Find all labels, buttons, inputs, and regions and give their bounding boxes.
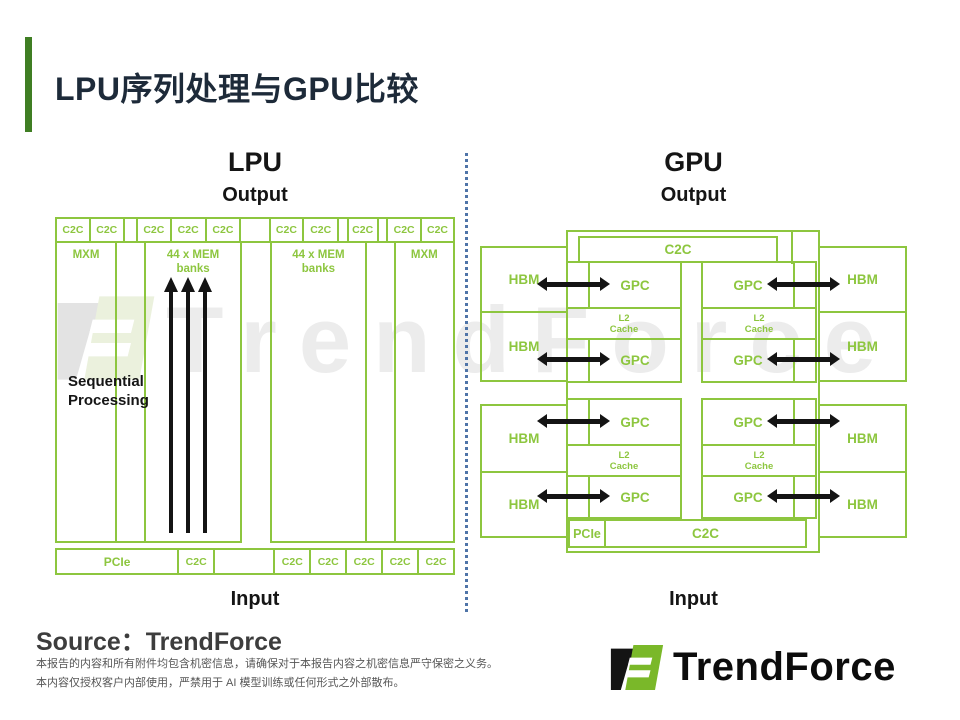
lpu-c2c-cell: C2C (271, 219, 305, 241)
lpu-c2c-cell: C2C (427, 224, 449, 236)
source-line: Source：TrendForce (36, 628, 282, 656)
double-arrow-icon (767, 414, 840, 428)
lpu-c2c-cell: C2C (57, 219, 91, 241)
gpu-hbm-box: HBM (480, 404, 568, 473)
gpu-die-container (566, 230, 820, 553)
gpu-inner-divider-line (791, 230, 793, 264)
lpu-c2c-cell: C2C (207, 219, 242, 241)
annotation-line1: Sequential (68, 373, 144, 390)
lpu-output-label: Output (222, 184, 288, 206)
l2-label-line2: Cache (744, 323, 774, 335)
gpu-hbm-box: HBM (480, 311, 568, 382)
double-arrow-icon (767, 352, 840, 366)
lpu-spacer-column (117, 243, 147, 541)
gpu-c2c-bottom-box: C2C (604, 519, 807, 548)
l2-label-line1: L2 (753, 312, 765, 324)
double-arrow-icon (767, 277, 840, 291)
gpu-pcie-box: PCIe (568, 519, 606, 548)
gpu-output-label: Output (660, 184, 727, 206)
disclaimer-line1: 本报告的内容和所有附件均包含机密信息，请确保对于本报告内容之机密信息严守保密之义… (36, 658, 498, 670)
up-arrow-icon (164, 277, 178, 533)
gpu-input-label: Input (669, 588, 718, 610)
lpu-mxm-label: MXM (72, 249, 100, 261)
lpu-top-strip: C2C C2C C2C C2C C2C C2C C2C C2C C2C C2C (55, 217, 455, 243)
lpu-mem-label-line1: 44 x MEM (292, 249, 345, 261)
lpu-c2c-cell: C2C (275, 550, 312, 573)
lpu-c2c-cell: C2C (179, 550, 216, 573)
lpu-c2c-cell: C2C (383, 550, 420, 573)
lpu-c2c-cell: C2C (91, 219, 125, 241)
lpu-empty-cell (339, 219, 349, 241)
lpu-c2c-cell: C2C (311, 550, 348, 573)
up-arrow-icon (198, 277, 212, 533)
gpu-hbm-box: HBM (480, 471, 568, 538)
l2-label-line2: Cache (609, 323, 639, 335)
lpu-heading: LPU (228, 147, 282, 177)
lpu-mxm-block: MXM (57, 243, 118, 541)
watermark-logo-icon (57, 296, 155, 380)
l2-label-line1: L2 (618, 449, 630, 461)
lpu-body-left: MXM 44 x MEM banks (55, 241, 242, 543)
title-accent-bar (25, 37, 32, 132)
double-arrow-icon (537, 277, 610, 291)
trendforce-logo: TrendForce (610, 642, 896, 693)
lpu-input-label: Input (230, 588, 280, 610)
lpu-mem-label-line1: 44 x MEM (166, 249, 220, 261)
double-arrow-icon (537, 414, 610, 428)
lpu-mem-label-line2: banks (301, 263, 336, 275)
up-arrow-icon (181, 277, 195, 533)
double-arrow-icon (767, 489, 840, 503)
lpu-empty-cell (241, 219, 271, 241)
l2-label-line1: L2 (753, 449, 765, 461)
lpu-mem-label-line2: banks (176, 263, 210, 275)
page-title: LPU序列处理与GPU比较 (55, 71, 419, 107)
lpu-empty-cell (215, 550, 276, 573)
lpu-c2c-cell: C2C (425, 555, 447, 568)
lpu-c2c-cell: C2C (349, 219, 379, 241)
double-arrow-icon (537, 489, 610, 503)
lpu-c2c-cell: C2C (347, 550, 384, 573)
l2-label-line2: Cache (609, 460, 639, 472)
annotation-line2: Processing (68, 392, 149, 409)
l2-label-line2: Cache (744, 460, 774, 472)
lpu-mxm-block: MXM (396, 243, 453, 541)
lpu-pcie-cell: PCIe (57, 550, 180, 573)
sequential-processing-annotation: Sequential Processing (68, 372, 149, 410)
lpu-mem-banks-block: 44 x MEM banks (272, 243, 367, 541)
disclaimer-line2: 本内容仅授权客户内部使用，严禁用于 AI 模型训练或任何形式之外部散布。 (36, 677, 405, 689)
gpu-hbm-box: HBM (818, 311, 907, 382)
gpu-c2c-top-box: C2C (578, 236, 778, 263)
gpu-heading: GPU (664, 147, 723, 177)
lpu-c2c-cell: C2C (172, 219, 207, 241)
gpu-hbm-box: HBM (480, 246, 568, 313)
double-arrow-icon (537, 352, 610, 366)
lpu-c2c-cell: C2C (138, 219, 172, 241)
lpu-spacer-column (367, 243, 396, 541)
trendforce-logo-icon (610, 645, 664, 690)
l2-label-line1: L2 (618, 312, 630, 324)
lpu-body-right: 44 x MEM banks MXM (270, 241, 455, 543)
lpu-mxm-label: MXM (410, 249, 438, 261)
lpu-empty-cell (379, 219, 389, 241)
lpu-bottom-strip: PCIe C2C C2C C2C C2C C2C C2C (55, 548, 455, 575)
divider-dotted-line (465, 153, 468, 613)
gpu-hbm-box: HBM (818, 471, 907, 538)
trendforce-logo-text: TrendForce (673, 645, 896, 689)
lpu-c2c-cell: C2C (304, 219, 340, 241)
lpu-empty-cell (125, 219, 138, 241)
lpu-mem-banks-block: 44 x MEM banks (146, 243, 240, 541)
lpu-c2c-cell: C2C (388, 219, 423, 241)
